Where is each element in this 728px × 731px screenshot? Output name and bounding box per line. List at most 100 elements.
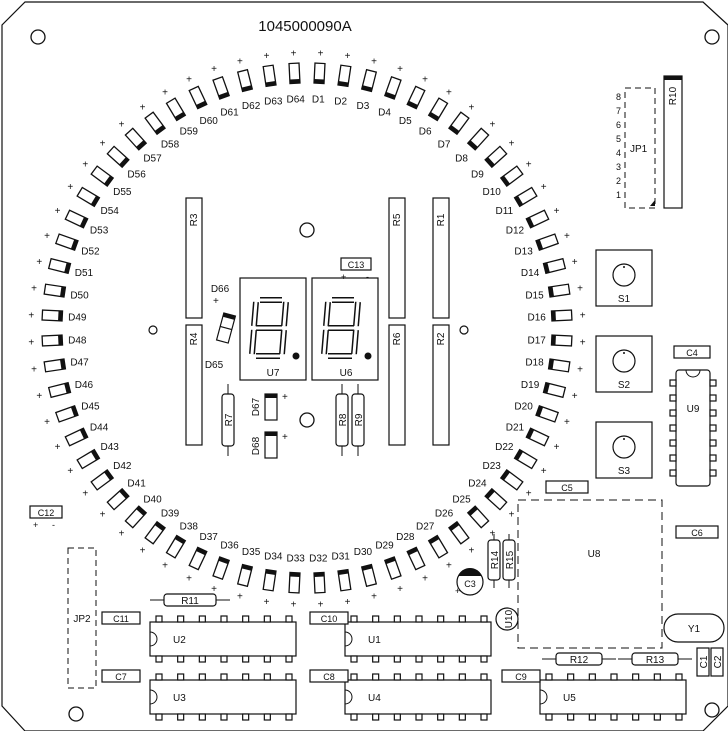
led-body <box>499 469 524 491</box>
led-cathode-band <box>241 564 253 571</box>
led-polarity-mark: + <box>67 466 73 477</box>
ic-pin <box>610 713 618 721</box>
led-polarity-mark: + <box>489 120 495 131</box>
jumper-label: JP2 <box>73 614 91 625</box>
led-body <box>466 505 490 529</box>
led-body <box>550 309 573 322</box>
led-polarity-mark: + <box>100 139 106 150</box>
led-polarity-mark: + <box>28 338 34 349</box>
mounting-hole <box>68 706 84 722</box>
led-cathode-band <box>119 488 129 499</box>
led-cathode-band <box>70 405 79 417</box>
ic-label: U8 <box>588 549 601 560</box>
led-label: D29 <box>375 541 394 552</box>
led-polarity-mark: + <box>36 391 42 402</box>
switch-label: S2 <box>618 380 631 391</box>
ic-pin <box>285 615 293 623</box>
led-polarity-mark: + <box>422 574 428 585</box>
led-polarity-mark: + <box>397 584 403 595</box>
ic-pin <box>480 655 488 663</box>
ic-pin <box>220 673 228 681</box>
ic-pin <box>263 673 271 681</box>
resistor-body <box>335 393 349 447</box>
led-label: D25 <box>452 494 471 505</box>
led-label: D56 <box>127 170 146 181</box>
capacitor-body <box>309 669 349 683</box>
ic-notch <box>344 631 353 647</box>
led-polarity-mark: + <box>564 417 570 428</box>
capacitor-label: C13 <box>348 260 365 270</box>
display-label: U6 <box>340 368 353 379</box>
led-cathode-band <box>485 157 495 168</box>
ic-pin <box>415 655 423 663</box>
segment-hollow <box>250 329 256 355</box>
display-label: U7 <box>267 368 280 379</box>
led-cathode-band <box>448 125 460 135</box>
ic-notch <box>344 689 353 705</box>
led-label: D50 <box>70 290 89 301</box>
resistor-body <box>388 197 406 319</box>
led-body <box>165 97 187 122</box>
led-cathode-band <box>314 79 325 84</box>
resistor-label: R15 <box>505 550 516 569</box>
led-cathode-band <box>104 469 114 481</box>
ic-pin <box>669 469 677 477</box>
led-label: D11 <box>495 206 513 217</box>
led-polarity-mark: + <box>580 311 586 322</box>
led-polarity-mark: + <box>509 139 515 150</box>
ic-pin <box>372 655 380 663</box>
led-polarity-mark: + <box>526 488 532 499</box>
ic-pin <box>588 713 596 721</box>
jumper-label: JP1 <box>630 144 648 155</box>
led-label: D65 <box>205 360 224 371</box>
resistor-label: R10 <box>668 86 679 105</box>
ic-pin <box>177 615 185 623</box>
jumper-pin-label: 8 <box>616 92 621 102</box>
led-polarity-mark: + <box>345 597 351 608</box>
led-body <box>47 257 72 275</box>
led-polarity-mark: + <box>264 597 270 608</box>
ic-pin <box>709 424 717 432</box>
ic-pin <box>545 713 553 721</box>
ic-pin <box>177 673 185 681</box>
led-cathode-band <box>314 572 325 577</box>
jumper-pin-label: 4 <box>616 148 621 158</box>
ic-pin <box>350 655 358 663</box>
led-label: D39 <box>161 509 180 520</box>
ic-pin <box>709 409 717 417</box>
led-label: D68 <box>251 436 262 455</box>
led-polarity-mark: + <box>213 296 219 307</box>
led-polarity-mark: + <box>162 561 168 572</box>
ic-pin <box>242 615 250 623</box>
switch-label: S1 <box>618 294 631 305</box>
led-label: D34 <box>264 552 283 563</box>
mounting-hole <box>704 702 720 718</box>
led-cathode-band <box>265 394 277 398</box>
ic-pin <box>220 655 228 663</box>
led-cathode-band <box>535 405 544 417</box>
ic-pin <box>480 615 488 623</box>
led-body <box>236 68 254 93</box>
led-polarity-mark: + <box>67 182 73 193</box>
led-cathode-band <box>384 556 396 565</box>
led-body <box>448 111 470 136</box>
led-cathode-band <box>384 91 396 100</box>
led-body <box>337 568 352 592</box>
led-label: D10 <box>483 187 502 198</box>
ic-pin <box>458 673 466 681</box>
led-label: D30 <box>354 547 373 558</box>
ic-pin <box>198 673 206 681</box>
led-polarity-mark: + <box>526 160 532 171</box>
led-label: D35 <box>242 547 261 558</box>
ic-pin <box>709 469 717 477</box>
led-polarity-mark: + <box>186 574 192 585</box>
capacitor-body <box>545 480 589 494</box>
led-label: D2 <box>334 97 347 108</box>
led-polarity-mark: + <box>44 417 50 428</box>
led-body <box>90 469 115 491</box>
led-polarity-mark: + <box>119 529 125 540</box>
resistor-label: R7 <box>224 413 235 426</box>
led-polarity-mark: + <box>28 311 34 322</box>
led-body <box>43 358 67 373</box>
led-polarity-mark: + <box>31 284 37 295</box>
